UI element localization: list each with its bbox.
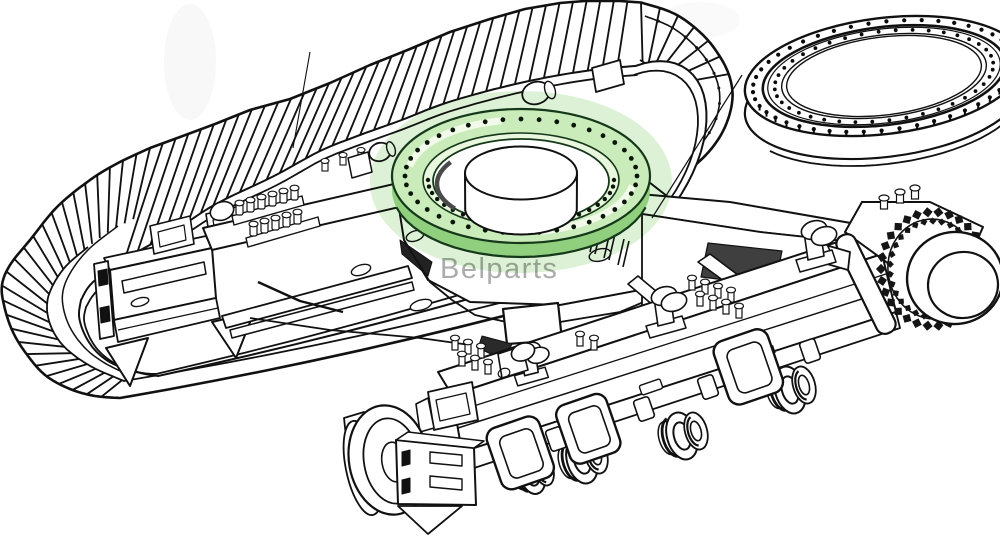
- svg-text:Belparts: Belparts: [440, 253, 558, 285]
